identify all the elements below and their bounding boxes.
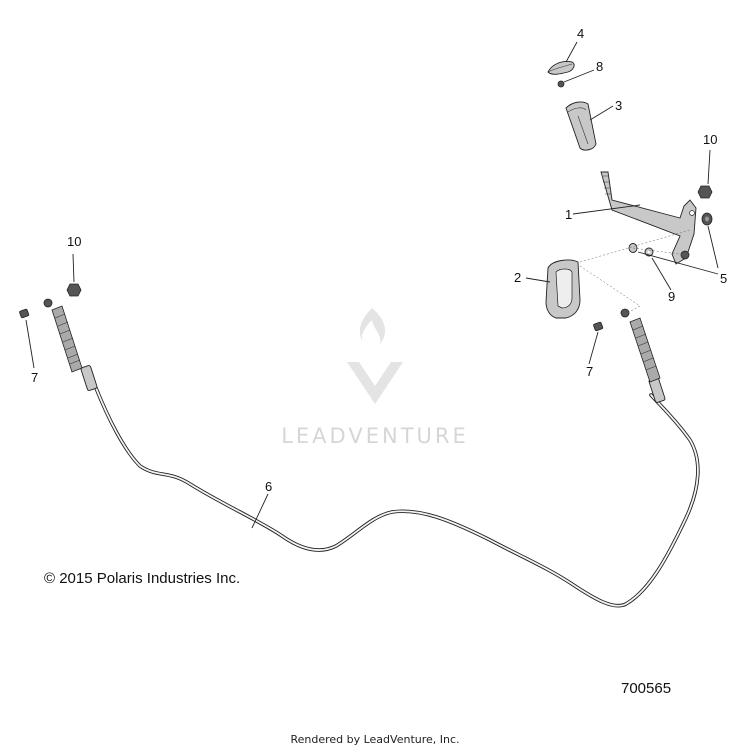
part-6-brake-cable [43,298,700,608]
assembly-lines [579,229,691,315]
callout-10-left: 10 [67,234,81,249]
cable-right-clevis [620,308,630,318]
callout-6: 6 [265,479,272,494]
part-7-clip-left [19,308,30,319]
part-10-nut-right [697,185,713,199]
diagram-number: 700565 [621,680,672,697]
leader-lines [25,41,719,529]
cable-right-boot-ribs [632,325,657,371]
callout-10-right: 10 [703,132,717,147]
part-3-pedal-pad [565,101,597,151]
callout-7-left: 7 [31,370,38,385]
cable-left-boot [51,305,83,373]
part-4-cap [547,61,575,75]
part-8-screw [557,80,565,88]
callout-1: 1 [565,207,572,222]
callout-4: 4 [577,26,584,41]
watermark-v-icon [347,362,403,404]
callout-3: 3 [615,98,622,113]
part-10-nut-left [66,283,82,297]
watermark-flame-icon [359,308,386,344]
part-2-foot-pad [545,259,581,319]
part-7-clip-right [593,321,604,332]
callout-5: 5 [720,271,727,286]
cable-right-boot [629,317,661,383]
callout-8: 8 [596,59,603,74]
part-1-brake-pedal-arm [600,171,697,265]
callout-7-right: 7 [586,364,593,379]
callout-2: 2 [514,270,521,285]
copyright-notice: © 2015 Polaris Industries Inc. [44,570,241,587]
rendered-by-credit: Rendered by LeadVenture, Inc. [290,733,460,746]
cable-left-ferrule [80,365,98,391]
cable-left-clevis [43,298,53,308]
part-9-washer [644,247,654,257]
cable-left-boot-ribs [54,313,81,365]
watermark-text: LEADVENTURE [281,424,469,448]
callouts: 1 2 3 4 5 6 7 7 8 9 10 10 [31,26,727,494]
callout-9: 9 [668,289,675,304]
leadventure-watermark: LEADVENTURE [281,308,469,448]
